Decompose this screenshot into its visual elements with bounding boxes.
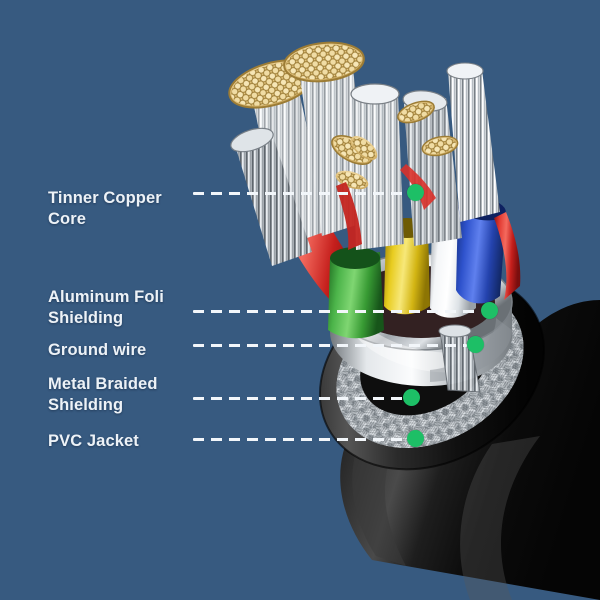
marker-dot-aluminum-foil-shielding	[481, 302, 498, 319]
leader-line-tinner-copper-core	[193, 192, 407, 195]
callout-label-aluminum-foil-shielding: Aluminum Foli Shielding	[48, 288, 164, 327]
leader-line-pvc-jacket	[193, 438, 407, 441]
marker-dot-metal-braided-shielding	[403, 389, 420, 406]
marker-dot-pvc-jacket	[407, 430, 424, 447]
marker-dot-ground-wire	[467, 336, 484, 353]
leader-line-ground-wire	[193, 344, 467, 347]
marker-dot-tinner-copper-core	[407, 184, 424, 201]
callout-label-ground-wire: Ground wire	[48, 341, 147, 359]
tinner-copper-core	[228, 41, 500, 266]
leader-line-metal-braided-shielding	[193, 397, 403, 400]
leader-line-aluminum-foil-shielding	[193, 310, 481, 313]
callout-label-metal-braided-shielding: Metal Braided Shielding	[48, 375, 158, 414]
callout-label-tinner-copper-core: Tinner Copper Core	[48, 189, 162, 228]
callout-label-pvc-jacket: PVC Jacket	[48, 432, 139, 450]
